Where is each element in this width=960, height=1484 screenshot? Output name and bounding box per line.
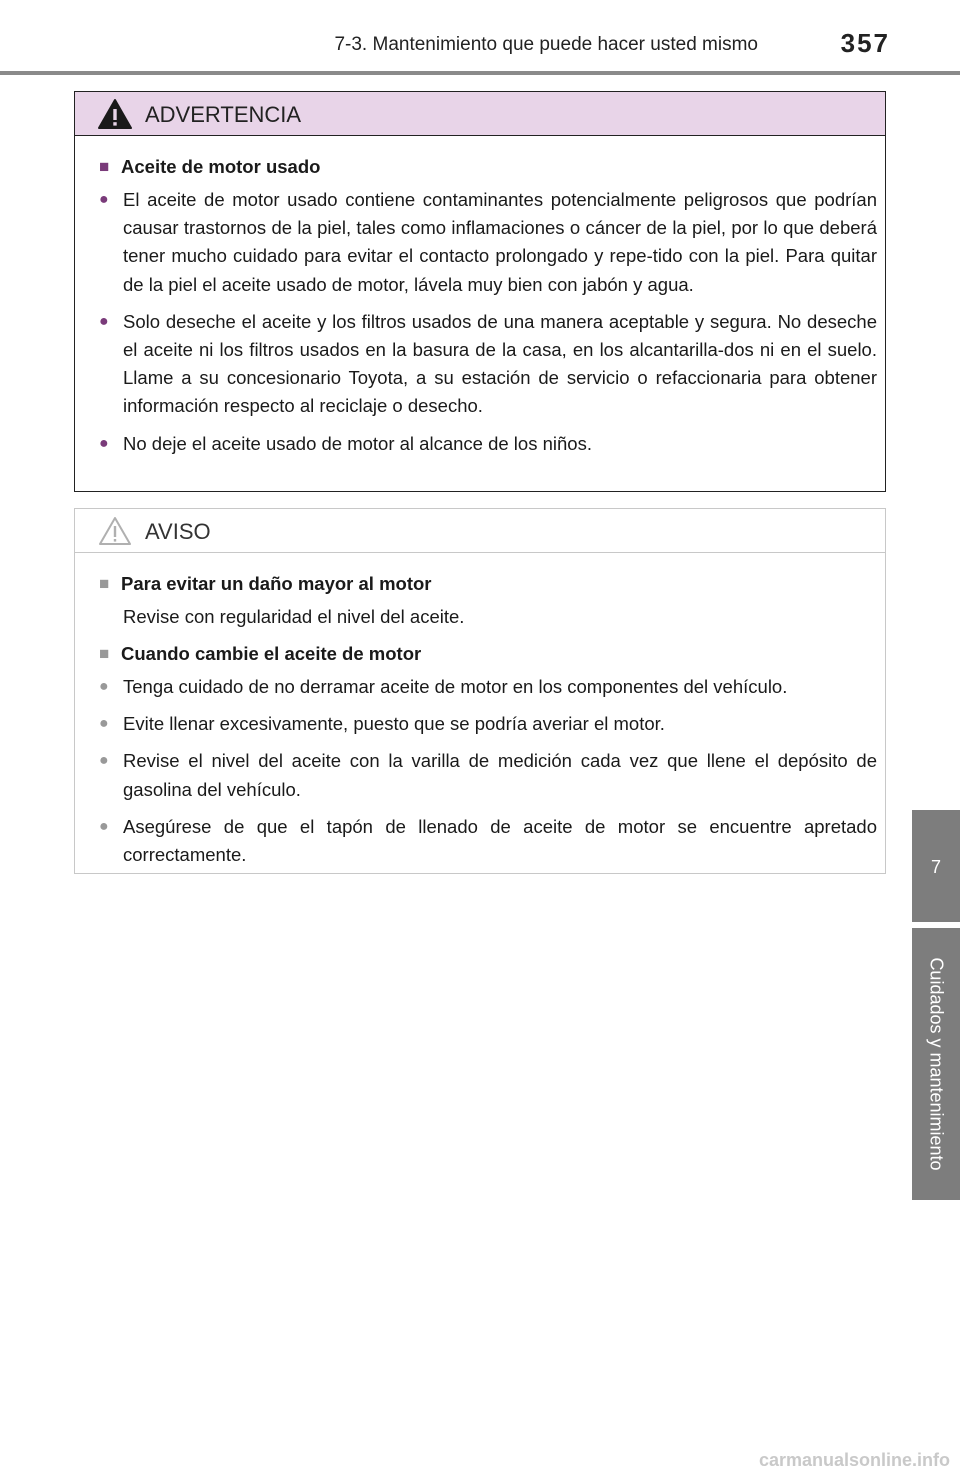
list-item-text: El aceite de motor usado contiene contam… [123, 189, 877, 295]
circle-bullet-icon: ● [99, 191, 109, 208]
notice-heading-text: Cuando cambie el aceite de motor [121, 643, 422, 664]
list-item: ● Asegúrese de que el tapón de llenado d… [99, 813, 877, 869]
caution-triangle-icon [99, 517, 131, 545]
square-bullet-icon: ■ [99, 574, 110, 593]
circle-bullet-icon: ● [99, 678, 109, 695]
warning-section-heading: ■ Aceite de motor usado [99, 154, 877, 180]
header-divider [0, 71, 960, 75]
list-item-text: Revise el nivel del aceite con la varill… [123, 750, 877, 800]
warning-title: ADVERTENCIA [145, 102, 302, 127]
list-item: ● Solo deseche el aceite y los filtros u… [99, 308, 877, 421]
notice-body: ■ Para evitar un daño mayor al motor Rev… [75, 553, 885, 869]
warning-triangle-icon [98, 99, 132, 129]
square-bullet-icon: ■ [99, 644, 110, 663]
list-item: ● No deje el aceite usado de motor al al… [99, 430, 877, 458]
chapter-number-tab[interactable]: 7 [912, 810, 960, 922]
list-item: ● Evite llenar excesivamente, puesto que… [99, 710, 877, 738]
circle-bullet-icon: ● [99, 752, 109, 770]
list-item-text: Asegúrese de que el tapón de llenado de … [123, 815, 877, 866]
list-item-text: Solo deseche el aceite y los filtros usa… [123, 310, 877, 417]
notice-heading-text: Para evitar un daño mayor al motor [121, 573, 432, 594]
page-number: 357 [840, 28, 890, 58]
circle-bullet-icon: ● [99, 715, 109, 733]
warning-box-header: ADVERTENCIA [75, 92, 885, 136]
notice-box: AVISO ■ Para evitar un daño mayor al mot… [74, 508, 886, 874]
circle-bullet-icon: ● [99, 817, 109, 835]
list-item-text: Evite llenar excesivamente, puesto que s… [123, 713, 665, 735]
circle-bullet-icon: ● [99, 312, 109, 330]
square-bullet-icon: ■ [99, 157, 110, 176]
chapter-number: 7 [930, 857, 941, 877]
list-item-text: Tenga cuidado de no derramar aceite de m… [123, 676, 788, 697]
notice-section-heading: ■ Cuando cambie el aceite de motor [99, 641, 877, 667]
list-item: ● Tenga cuidado de no derramar aceite de… [99, 673, 877, 701]
notice-paragraph: Revise con regularidad el nivel del acei… [123, 606, 465, 627]
warning-box: ADVERTENCIA ■ Aceite de motor usado ● El… [74, 91, 886, 492]
warning-body: ■ Aceite de motor usado ● El aceite de m… [75, 136, 885, 458]
warning-heading-text: Aceite de motor usado [121, 156, 321, 177]
notice-title: AVISO [145, 519, 211, 544]
chapter-label: Cuidados y mantenimiento [926, 957, 947, 1171]
list-item: ● El aceite de motor usado contiene cont… [99, 186, 877, 299]
section-title: 7-3. Mantenimiento que puede hacer usted… [334, 34, 758, 55]
chapter-label-tab[interactable]: Cuidados y mantenimiento [912, 928, 960, 1200]
watermark: carmanualsonline.info [758, 1450, 950, 1470]
notice-box-header: AVISO [75, 509, 885, 553]
notice-section-heading: ■ Para evitar un daño mayor al motor [99, 571, 877, 597]
circle-bullet-icon: ● [99, 434, 109, 452]
list-item-text: No deje el aceite usado de motor al alca… [123, 432, 592, 454]
list-item: ● Revise el nivel del aceite con la vari… [99, 747, 877, 803]
